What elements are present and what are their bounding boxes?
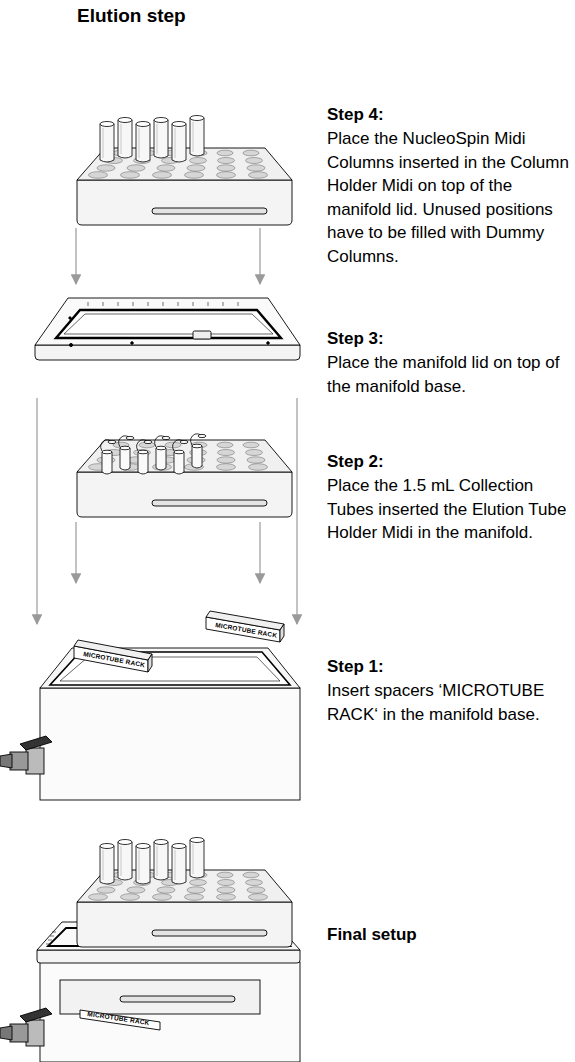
step-heading: Step 1: bbox=[327, 655, 572, 679]
setup-heading: Final setup bbox=[327, 923, 572, 947]
spacer-label: MICROTUBE RACK bbox=[83, 650, 146, 669]
step-text: Place the 1.5 mL Collection Tubes insert… bbox=[327, 474, 572, 545]
step-heading: Step 4: bbox=[327, 103, 572, 127]
step-heading: Step 3: bbox=[327, 327, 572, 351]
step-heading: Step 2: bbox=[327, 450, 572, 474]
step-text: Insert spacers ‘MICROTUBE RACK‘ in the m… bbox=[327, 679, 572, 726]
spacer-label: MICROTUBE RACK bbox=[87, 1010, 150, 1027]
step-text: Place the NucleoSpin Midi Columns insert… bbox=[327, 127, 572, 268]
spacer-label: MICROTUBE RACK bbox=[215, 621, 278, 640]
step-text: Place the manifold lid on top of the man… bbox=[327, 351, 572, 398]
page-title: Elution step bbox=[77, 4, 186, 28]
